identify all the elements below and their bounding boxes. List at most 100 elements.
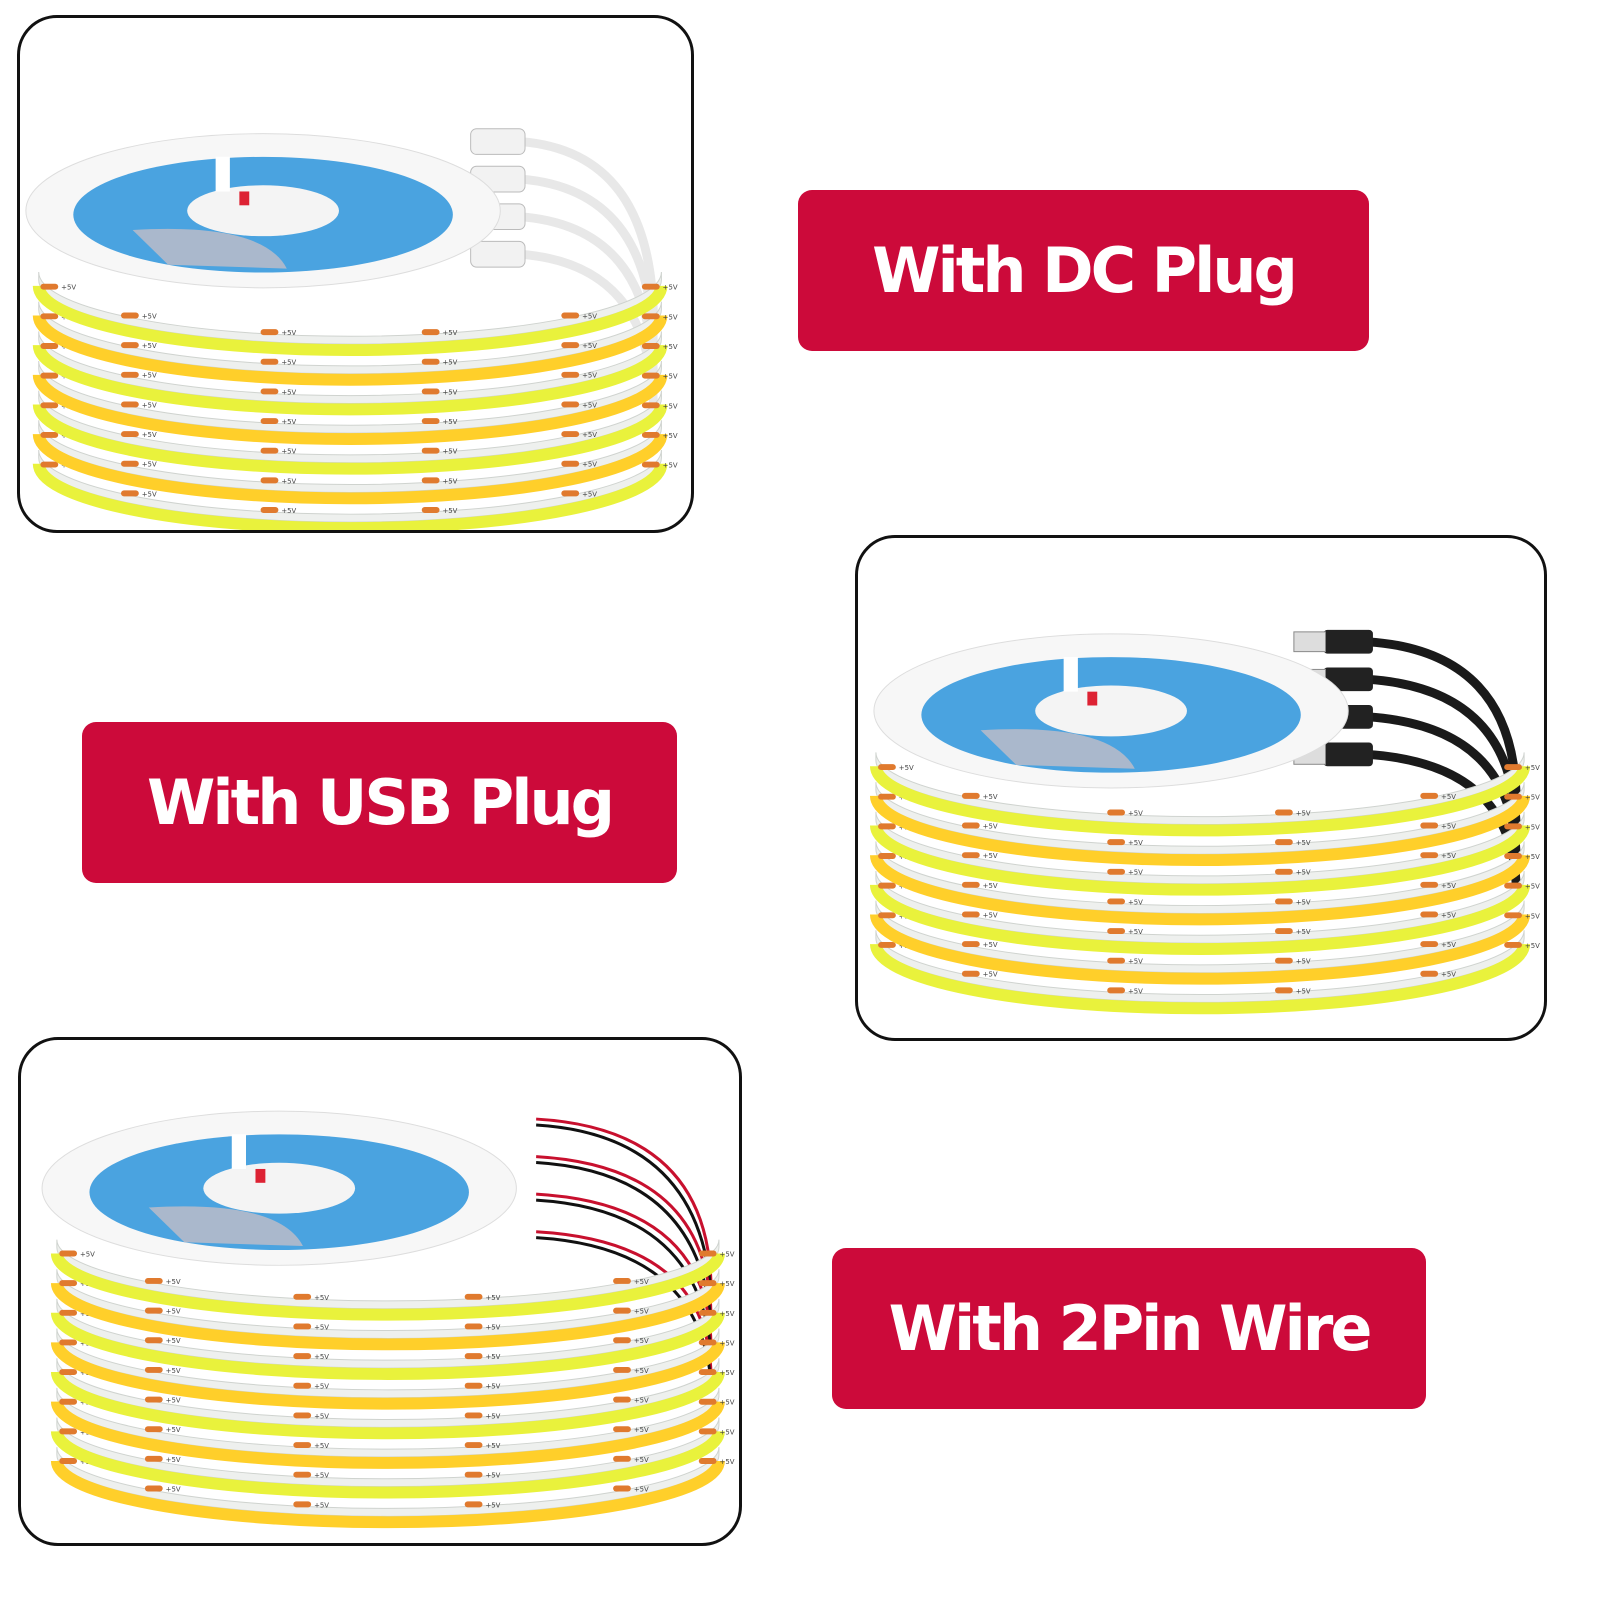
- strip-voltage-label: +5V: [663, 373, 678, 381]
- solder-pad: [260, 358, 279, 365]
- strip-voltage-label: +5V: [1296, 839, 1311, 847]
- solder-pad: [40, 372, 59, 379]
- solder-pad: [613, 1426, 631, 1433]
- strip-voltage-label: +5V: [1525, 883, 1540, 891]
- strip-voltage-label: +5V: [281, 329, 296, 337]
- strip-voltage-label: +5V: [485, 1442, 500, 1450]
- strip-voltage-label: +5V: [1296, 898, 1311, 906]
- strip-voltage-label: +5V: [314, 1501, 329, 1509]
- reel-hub: [1035, 685, 1187, 737]
- strip-voltage-label: +5V: [443, 448, 458, 456]
- led-strip-back: [875, 752, 1525, 826]
- solder-pad: [878, 853, 896, 859]
- strip-voltage-label: +5V: [663, 284, 678, 292]
- strip-voltage-label: +5V: [166, 1397, 181, 1405]
- strip-voltage-label: +5V: [1296, 809, 1311, 817]
- strip-voltage-label: +5V: [720, 1310, 735, 1318]
- strip-voltage-label: +5V: [281, 448, 296, 456]
- reel-strip-coil-shadow: [148, 1206, 303, 1247]
- usb-connector-icon: [1293, 631, 1326, 653]
- solder-pad: [1275, 839, 1293, 846]
- strip-voltage-label: +5V: [1525, 794, 1540, 802]
- solder-pad: [1107, 809, 1126, 816]
- strip-voltage-label: +5V: [1128, 987, 1143, 995]
- solder-pad: [260, 507, 279, 513]
- solder-pad: [1420, 822, 1439, 829]
- strip-voltage-label: +5V: [485, 1501, 500, 1509]
- solder-pad: [1275, 809, 1293, 816]
- led-strip-cob: [869, 795, 1531, 867]
- led-strip-back: [875, 930, 1525, 1003]
- strip-voltage-label: +5V: [582, 461, 597, 469]
- solder-pad: [613, 1366, 631, 1373]
- led-strip-cob: [869, 825, 1531, 896]
- strip-voltage-label: +5V: [485, 1412, 500, 1420]
- solder-pad: [40, 313, 59, 320]
- solder-pad: [1420, 941, 1439, 948]
- reel-hub: [187, 185, 339, 237]
- solder-pad: [40, 431, 59, 438]
- reel-spoke: [1063, 656, 1078, 692]
- led-strip-cob: [50, 1430, 725, 1499]
- solder-pad: [40, 343, 59, 349]
- strip-voltage-label: +5V: [142, 342, 157, 350]
- strip-voltage-label: +5V: [485, 1323, 500, 1331]
- solder-pad: [1275, 868, 1293, 875]
- solder-pad: [641, 402, 660, 409]
- solder-pad: [1275, 928, 1293, 935]
- solder-pad: [613, 1307, 631, 1314]
- strip-voltage-label: +5V: [443, 507, 458, 515]
- solder-pad: [144, 1455, 163, 1462]
- solder-pad: [961, 881, 980, 888]
- strip-voltage-label: +5V: [142, 431, 157, 439]
- led-strip-cob: [50, 1282, 725, 1351]
- led-strip-back: [875, 841, 1525, 914]
- strip-voltage-label: +5V: [634, 1426, 649, 1434]
- solder-pad: [961, 852, 980, 859]
- solder-pad: [59, 1398, 78, 1405]
- strip-voltage-label: +5V: [1441, 793, 1456, 801]
- strip-voltage-label: +5V: [720, 1428, 735, 1436]
- solder-pad: [1504, 941, 1522, 948]
- led-strip-cob: [32, 463, 668, 530]
- strip-voltage-label: +5V: [663, 402, 678, 410]
- solder-pad: [144, 1337, 163, 1344]
- strip-voltage-label: +5V: [1525, 853, 1540, 861]
- led-strip-cob: [32, 344, 668, 416]
- strip-voltage-label: +5V: [142, 372, 157, 380]
- solder-pad: [1420, 970, 1439, 977]
- solder-pad: [1420, 852, 1439, 859]
- strip-voltage-label: +5V: [314, 1323, 329, 1331]
- led-strip-back: [56, 1358, 720, 1428]
- led-strip-cob: [32, 433, 668, 505]
- strip-voltage-label: +5V: [166, 1278, 181, 1286]
- solder-pad: [1420, 881, 1439, 888]
- led-strip-cob: [50, 1460, 725, 1529]
- strip-voltage-label: +5V: [634, 1485, 649, 1493]
- solder-pad: [144, 1366, 163, 1373]
- dc-plug-product-panel: +5V+5V+5V+5V+5V+5V+5V+5V+5V+5V+5V+5V+5V+…: [17, 15, 694, 533]
- solder-pad: [1107, 839, 1126, 846]
- solder-pad: [613, 1455, 631, 1462]
- solder-pad: [561, 431, 580, 438]
- solder-pad: [421, 358, 440, 365]
- solder-pad: [464, 1382, 483, 1389]
- solder-pad: [293, 1412, 312, 1419]
- solder-pad: [561, 460, 580, 467]
- led-strip-back: [38, 390, 662, 464]
- solder-pad: [293, 1353, 312, 1360]
- strip-voltage-label: +5V: [314, 1472, 329, 1480]
- strip-voltage-label: +5V: [663, 462, 678, 470]
- solder-pad: [878, 941, 896, 948]
- solder-pad: [421, 507, 440, 513]
- solder-pad: [464, 1442, 483, 1449]
- solder-pad: [59, 1280, 78, 1287]
- solder-pad: [1107, 928, 1126, 935]
- solder-pad: [59, 1339, 78, 1346]
- solder-pad: [641, 461, 660, 468]
- solder-pad: [641, 372, 660, 379]
- strip-voltage-label: +5V: [1525, 942, 1540, 950]
- solder-pad: [260, 447, 279, 454]
- led-strip-cob: [50, 1401, 725, 1469]
- strip-voltage-label: +5V: [1525, 912, 1540, 920]
